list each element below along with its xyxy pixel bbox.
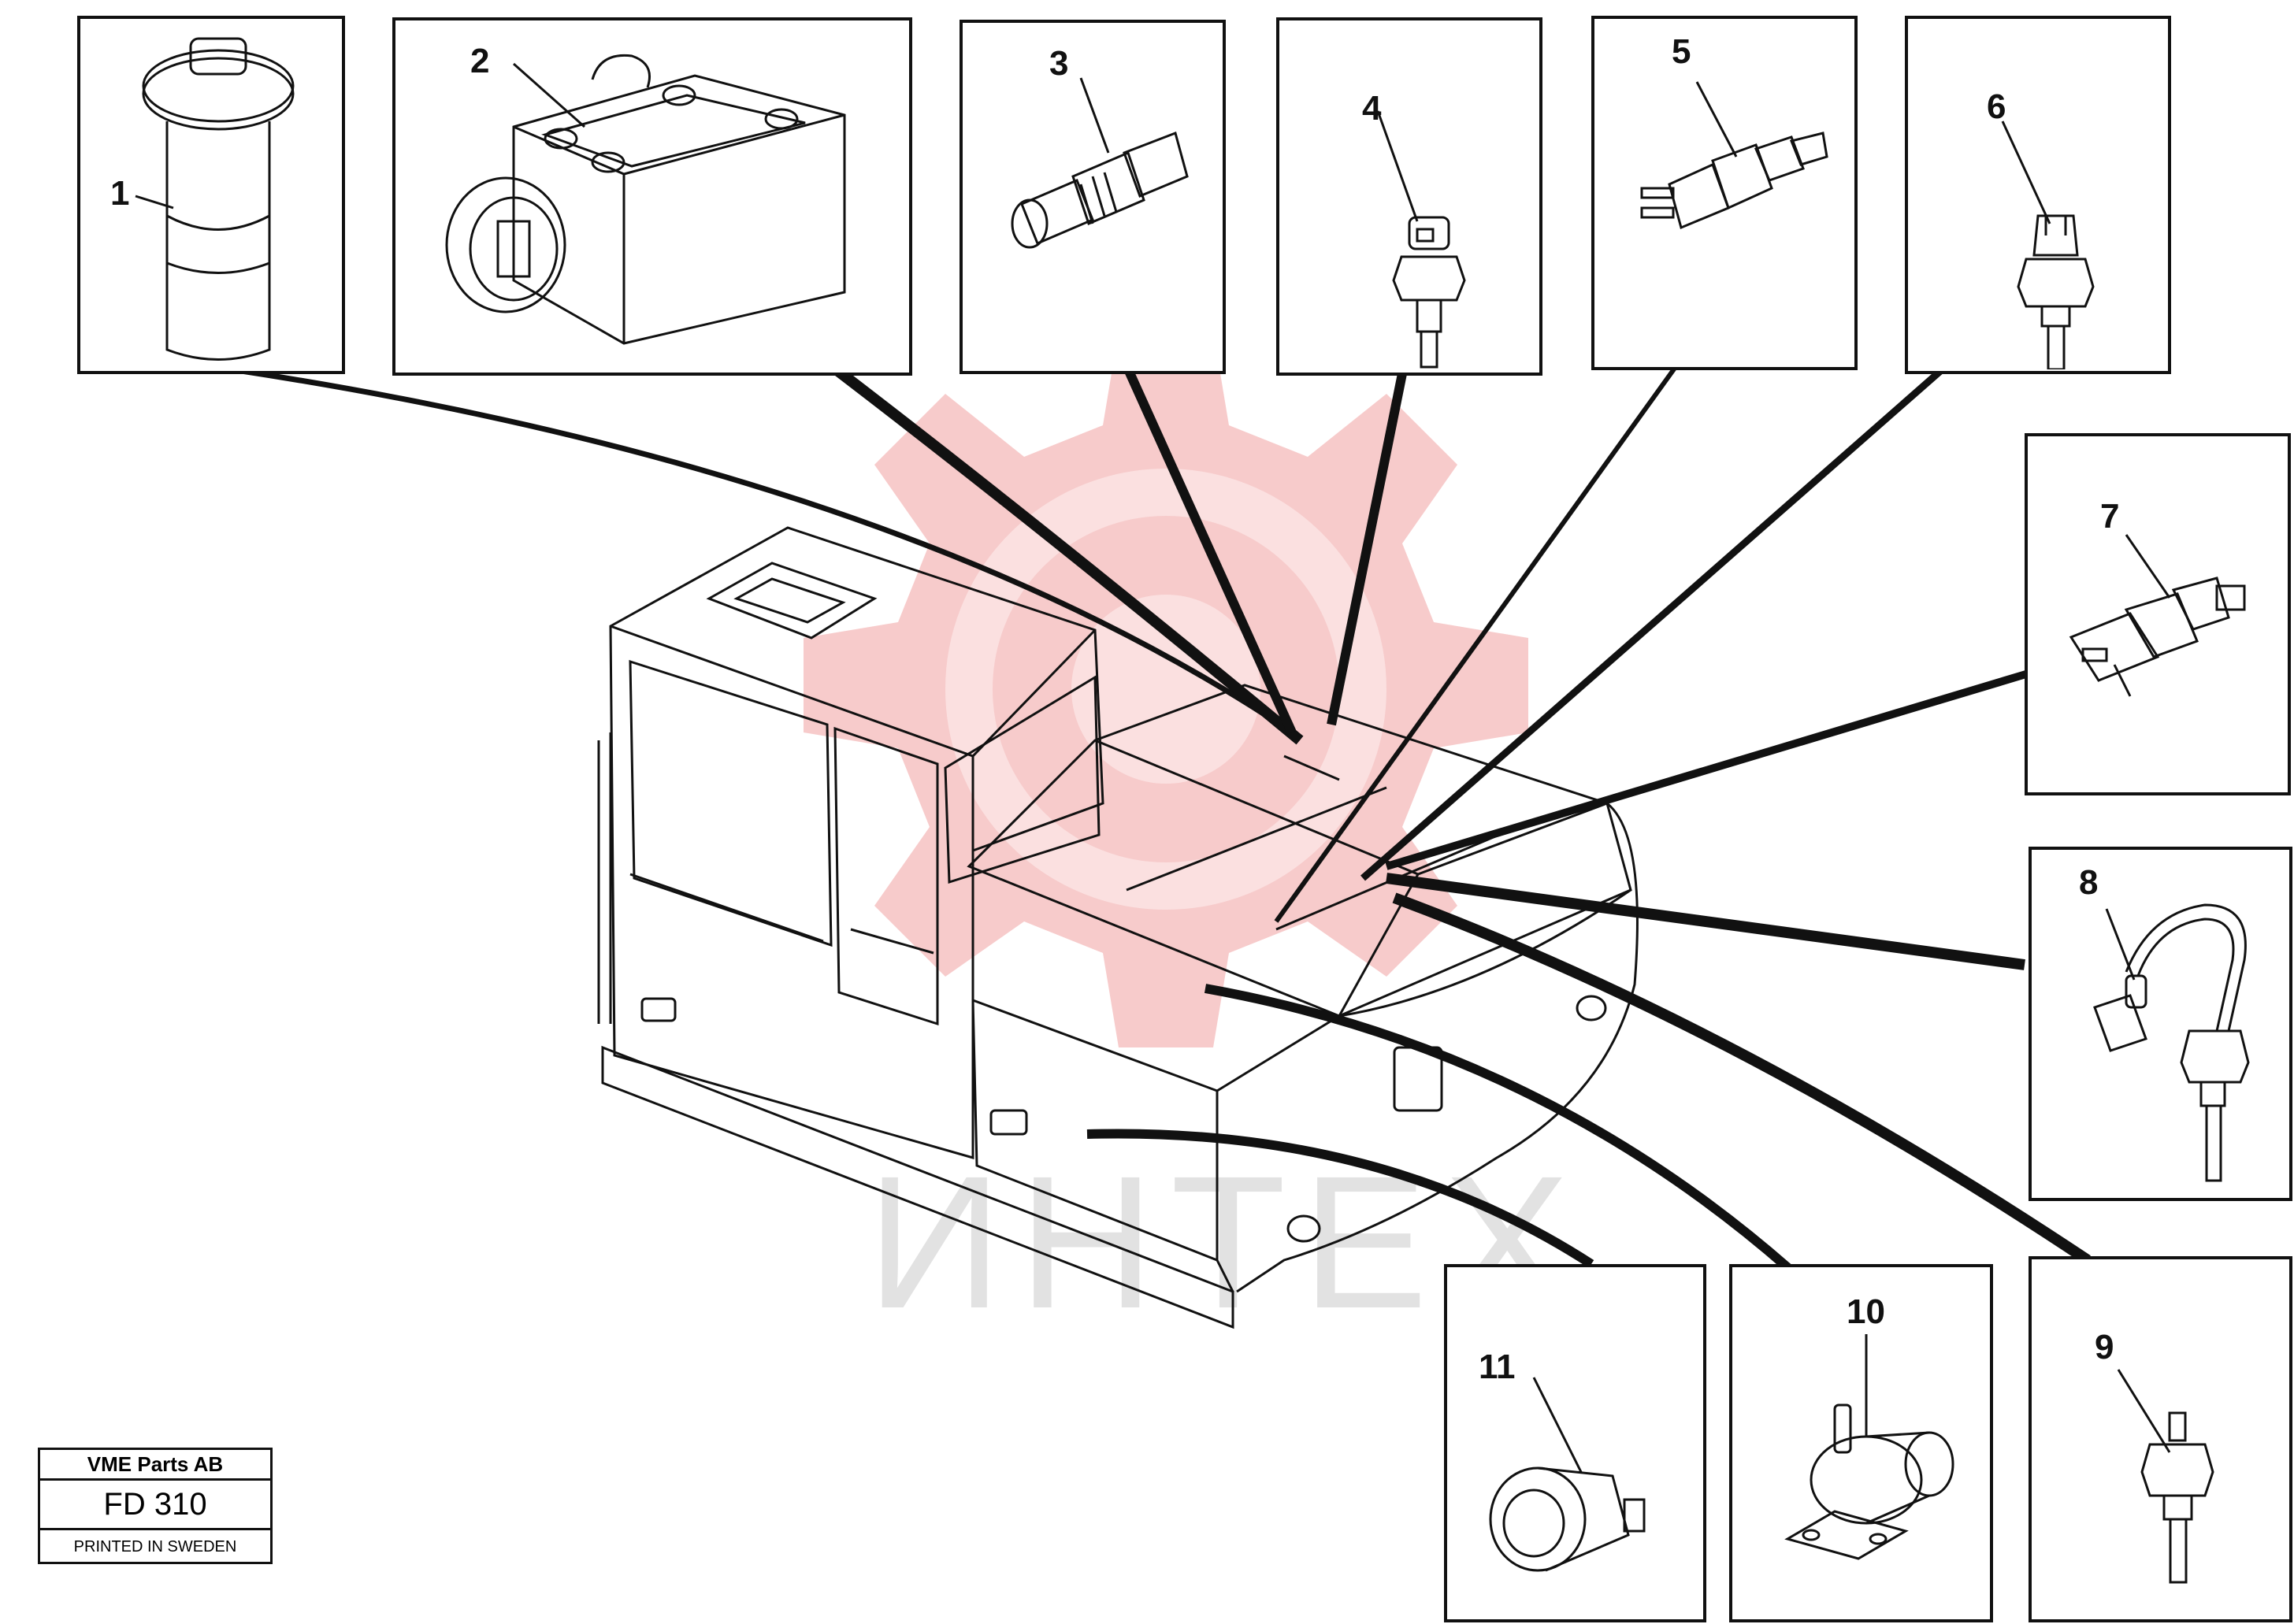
printed-note: PRINTED IN SWEDEN (73, 1538, 237, 1555)
drawing-number: FD 310 (40, 1481, 270, 1530)
part-box-11[interactable]: 11 (1444, 1264, 1706, 1622)
part-box-1[interactable]: 1 (77, 16, 345, 374)
callout-11: 11 (1479, 1348, 1516, 1386)
pressure-switch-connector-icon (2069, 534, 2246, 697)
temperature-sensor-icon (2001, 121, 2095, 369)
relay-valve-icon (1784, 1334, 1954, 1560)
level-sensor-icon (135, 37, 295, 361)
relay-icon (1489, 1377, 1646, 1572)
part-box-10[interactable]: 10 (1729, 1264, 1993, 1622)
pressure-sender-icon (1640, 81, 1828, 230)
callout-10: 10 (1847, 1292, 1885, 1331)
callout-8: 8 (2079, 863, 2099, 902)
solenoid-block-icon (445, 54, 846, 345)
callout-6: 6 (1987, 87, 2006, 126)
leader-lines (236, 328, 2091, 1272)
callout-1: 1 (110, 174, 130, 213)
temperature-sender-icon (1376, 110, 1466, 369)
callout-5: 5 (1672, 32, 1691, 71)
part-box-6[interactable]: 6 (1905, 16, 2171, 374)
part-box-2[interactable]: 2 (392, 17, 912, 376)
part-box-8[interactable]: 8 (2029, 847, 2292, 1201)
part-box-9[interactable]: 9 (2029, 1256, 2292, 1622)
part-box-5[interactable]: 5 (1591, 16, 1858, 370)
callout-3: 3 (1049, 44, 1069, 83)
title-block: VME Parts AB FD 310 PRINTED IN SWEDEN (38, 1448, 273, 1564)
excavator-upper-structure-icon (597, 526, 1639, 1329)
part-box-4[interactable]: 4 (1276, 17, 1542, 376)
part-box-7[interactable]: 7 (2025, 433, 2291, 795)
callout-4: 4 (1362, 89, 1382, 128)
company-name: VME Parts AB (40, 1450, 270, 1481)
part-box-3[interactable]: 3 (960, 20, 1226, 374)
callout-2: 2 (470, 42, 490, 80)
temperature-sensor-cable-icon (2093, 903, 2250, 1182)
temperature-sensor-icon (2117, 1369, 2214, 1584)
callout-9: 9 (2095, 1328, 2114, 1366)
callout-7: 7 (2100, 497, 2120, 536)
pressure-switch-icon (1011, 77, 1189, 249)
